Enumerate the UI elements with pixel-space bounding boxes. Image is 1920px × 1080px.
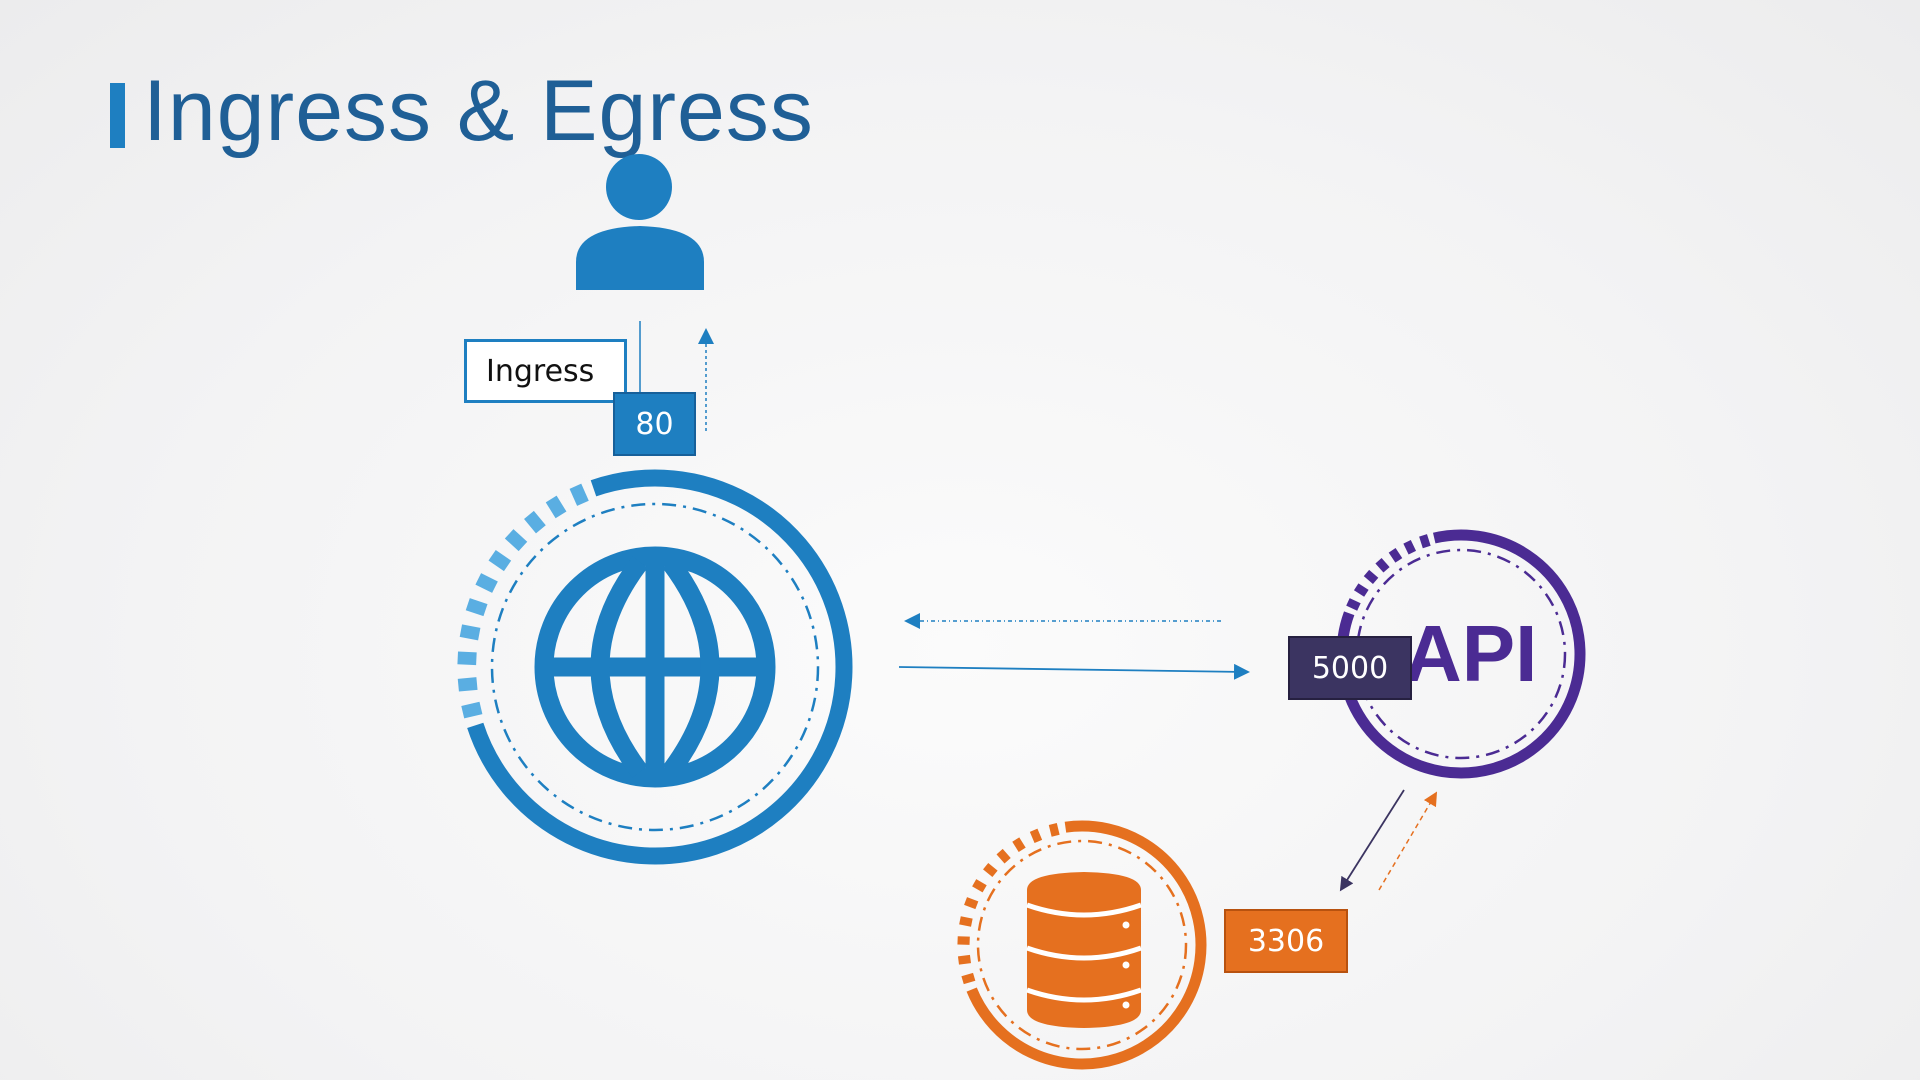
ring-tick: [488, 550, 512, 572]
page-title: Ingress & Egress: [143, 63, 814, 159]
ring-tick: [1403, 539, 1417, 555]
ring-tick: [1048, 823, 1060, 837]
api-label: API: [1404, 609, 1538, 698]
api-port-badge: 5000: [1288, 636, 1412, 700]
ring-tick: [961, 972, 976, 985]
ring-tick: [1388, 547, 1403, 563]
ring-tick: [465, 598, 488, 617]
ring-tick: [1346, 598, 1361, 611]
ring-tick: [457, 677, 478, 692]
ring-tick: [983, 862, 998, 878]
db-port-badge: 3306: [1224, 909, 1348, 973]
web-to-api-arrow: [898, 663, 1250, 680]
ring-arc: [467, 469, 853, 865]
ring-arc: [966, 820, 1207, 1070]
ring-dashed-inner: [976, 839, 1188, 1051]
ring-tick: [1375, 558, 1390, 573]
ring-tick: [459, 624, 481, 641]
ring-dashed-inner: [1355, 548, 1567, 760]
ring-dashed-inner: [490, 502, 820, 832]
ring-tick: [461, 701, 483, 719]
database-node: [957, 820, 1207, 1070]
ring-tick: [475, 573, 498, 593]
ring-tick: [1353, 583, 1369, 597]
title-accent-bar: [110, 83, 125, 148]
ring-tick: [457, 651, 477, 666]
user-icon: [576, 154, 704, 290]
ring-arc: [1336, 529, 1586, 779]
web-port-badge: 80: [613, 392, 696, 456]
ring-tick: [524, 510, 546, 534]
ring-tick: [1029, 828, 1043, 844]
ring-tick: [959, 916, 973, 927]
web-server-node: [457, 469, 853, 865]
ring-tick: [545, 495, 567, 519]
ring-tick: [957, 954, 971, 965]
ring-tick: [504, 529, 528, 552]
database-icon: [1026, 872, 1142, 1028]
ring-tick: [1419, 534, 1431, 549]
ring-tick: [1363, 569, 1379, 585]
api-to-db-arrow: [1339, 789, 1405, 892]
db-to-api-dashed-arrow: [1378, 791, 1438, 891]
globe-icon: [534, 546, 776, 788]
ring-tick: [996, 848, 1011, 864]
ingress-label: Ingress: [464, 339, 627, 403]
ring-tick: [1012, 837, 1026, 853]
ring-tick: [569, 483, 589, 506]
ring-tick: [964, 897, 979, 910]
ring-tick: [972, 879, 987, 893]
api-node: [1336, 529, 1586, 779]
